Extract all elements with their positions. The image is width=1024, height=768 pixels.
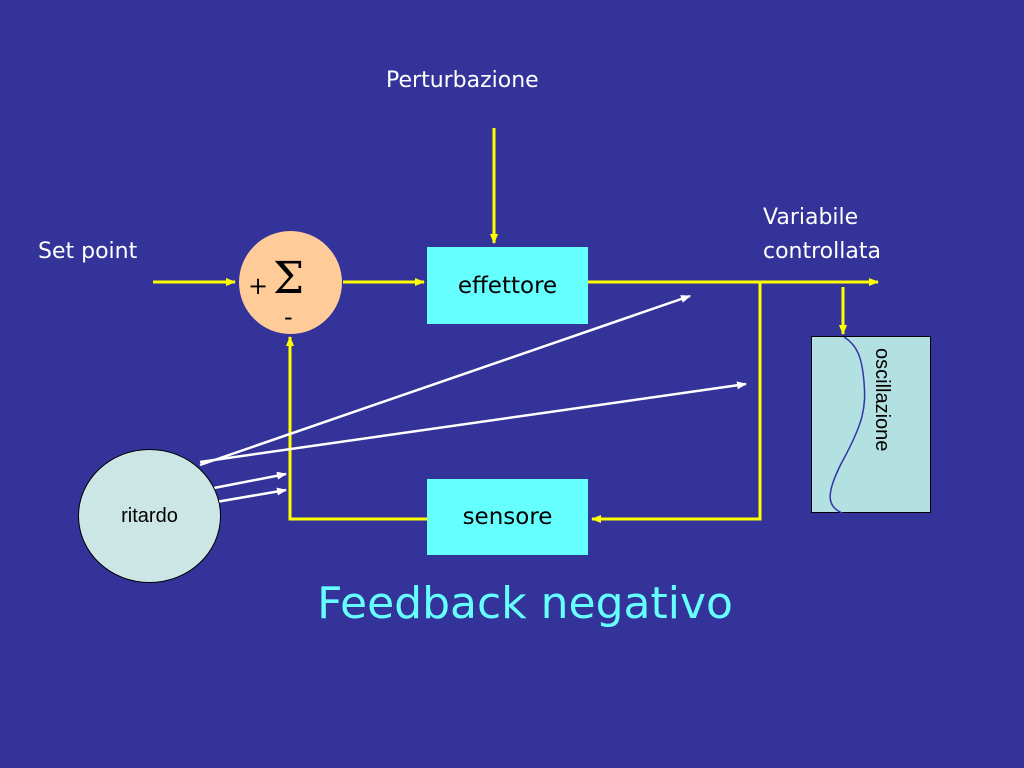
delay-arrow-3 — [213, 471, 287, 490]
sensor-to-sum-arrow — [286, 336, 427, 521]
sum-plus-sign: + — [248, 272, 269, 300]
oscillation-panel — [811, 336, 931, 515]
diagram-title: Feedback negativo — [317, 578, 733, 629]
summing-junction: + Σ - — [239, 231, 342, 334]
sensor-label: sensore — [462, 504, 553, 530]
delay-arrow-2 — [199, 381, 747, 464]
delay-label: ritardo — [121, 504, 178, 527]
sensor-block: sensore — [427, 479, 588, 555]
oscillation-label: oscillazione — [871, 348, 893, 452]
setpoint-label: Set point — [38, 239, 138, 264]
disturbance-label: Perturbazione — [386, 68, 539, 93]
sum-minus-sign: - — [284, 303, 293, 331]
delay-arrow-4 — [215, 487, 287, 504]
sum-sigma-icon: Σ — [273, 253, 305, 304]
controlled-variable-label-line1: Variabile — [763, 205, 859, 230]
controlled-variable-label-line2: controllata — [763, 239, 881, 264]
effector-block: effettore — [427, 247, 588, 324]
feedback-to-sensor-arrow — [591, 282, 762, 523]
delay-arrow-1 — [199, 294, 691, 467]
effector-label: effettore — [457, 272, 558, 299]
delay-node: ritardo — [78, 449, 221, 583]
oscillation-curve — [829, 336, 866, 515]
